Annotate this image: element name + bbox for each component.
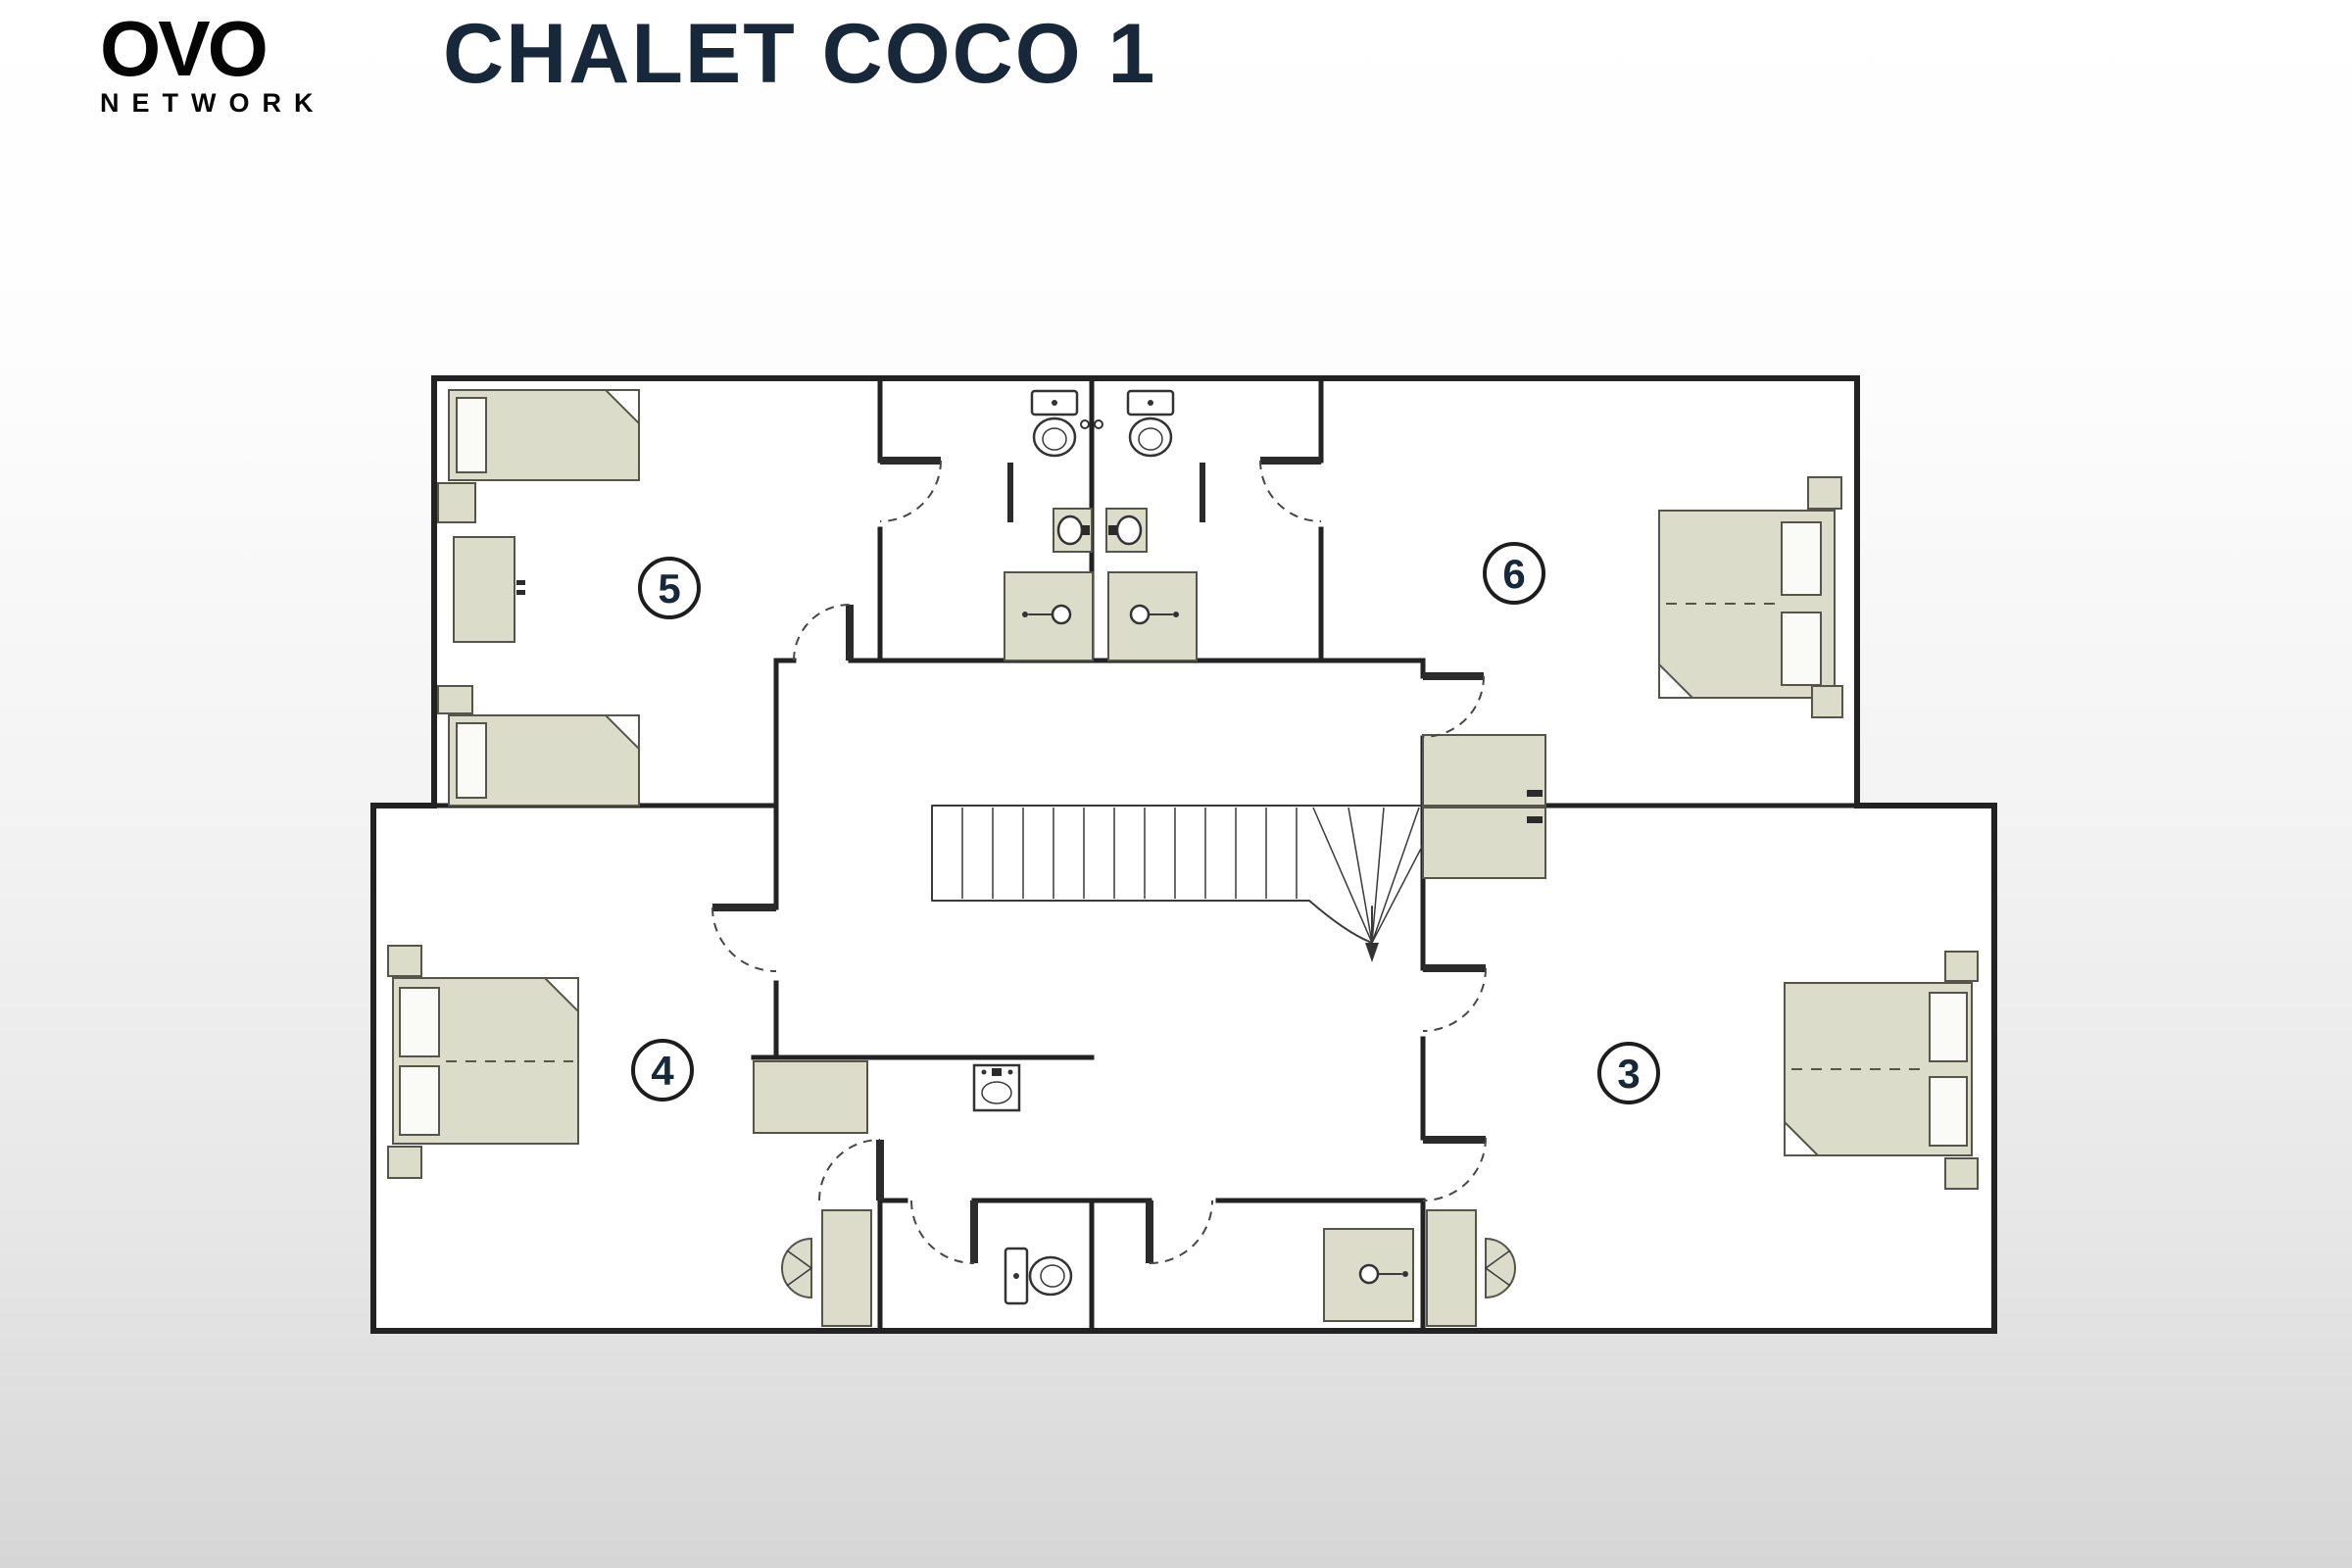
chair <box>1485 1237 1516 1299</box>
room-number-badge: 5 <box>638 557 701 619</box>
shower-screen <box>1200 463 1205 522</box>
sink-icon <box>1105 508 1148 553</box>
vanity-unit <box>753 1060 868 1134</box>
double-bed <box>1784 982 1973 1156</box>
room-number-badge: 6 <box>1483 542 1545 605</box>
logo: OVO NETWORK <box>100 5 326 119</box>
wardrobe <box>1422 734 1546 807</box>
shower-icon <box>1004 571 1094 662</box>
shower-screen <box>1007 463 1013 522</box>
logo-subtext: NETWORK <box>100 88 326 118</box>
desk <box>821 1209 872 1327</box>
shower-icon <box>1107 571 1198 662</box>
double-bed <box>392 977 579 1145</box>
nightstand <box>387 1146 422 1179</box>
dresser <box>453 536 525 643</box>
staircase <box>931 805 1424 962</box>
toilet-roll-holder <box>1080 419 1090 429</box>
single-bed <box>448 714 640 807</box>
page-title: CHALET COCO 1 <box>443 7 1157 101</box>
nightstand <box>1807 476 1842 510</box>
door-room-5 <box>793 604 854 662</box>
door-room-3 <box>1422 964 1487 1032</box>
nightstand <box>437 685 473 714</box>
nightstand <box>1944 1157 1979 1190</box>
wardrobe <box>1422 807 1546 879</box>
room-number-badge: 3 <box>1597 1042 1660 1104</box>
single-bed <box>448 389 640 481</box>
logo-text: OVO <box>100 5 269 92</box>
door-ensuite-room-3 <box>1422 1136 1487 1201</box>
nightstand <box>1944 951 1979 982</box>
double-bed <box>1658 510 1836 699</box>
toilet-icon <box>1030 389 1079 458</box>
door-bathroom-top-left <box>879 457 942 522</box>
shower-icon <box>1323 1228 1414 1322</box>
toilet-roll-holder <box>1094 419 1103 429</box>
nightstand <box>1811 685 1843 718</box>
nightstand <box>387 945 422 977</box>
chair <box>781 1237 812 1299</box>
room-number: 4 <box>651 1048 674 1094</box>
room-number-badge: 4 <box>631 1039 694 1102</box>
door-toilet-room <box>910 1200 978 1264</box>
nightstand <box>437 482 476 523</box>
door-room-6 <box>1422 672 1485 738</box>
winder-steps <box>1312 807 1424 944</box>
room-number: 3 <box>1617 1051 1640 1097</box>
sink-icon <box>972 1063 1021 1112</box>
desk <box>1426 1209 1477 1327</box>
toilet-icon <box>1004 1247 1073 1305</box>
door-ensuite-room-4 <box>818 1139 884 1201</box>
room-number: 6 <box>1502 551 1525 597</box>
door-room-4 <box>711 904 777 972</box>
door-shower-room <box>1146 1200 1213 1264</box>
door-bathroom-top-right <box>1259 457 1322 522</box>
sink-icon <box>1053 508 1093 553</box>
header: OVO NETWORK CHALET COCO 1 <box>0 0 2352 147</box>
toilet-icon <box>1126 389 1175 458</box>
room-number: 5 <box>658 565 680 612</box>
